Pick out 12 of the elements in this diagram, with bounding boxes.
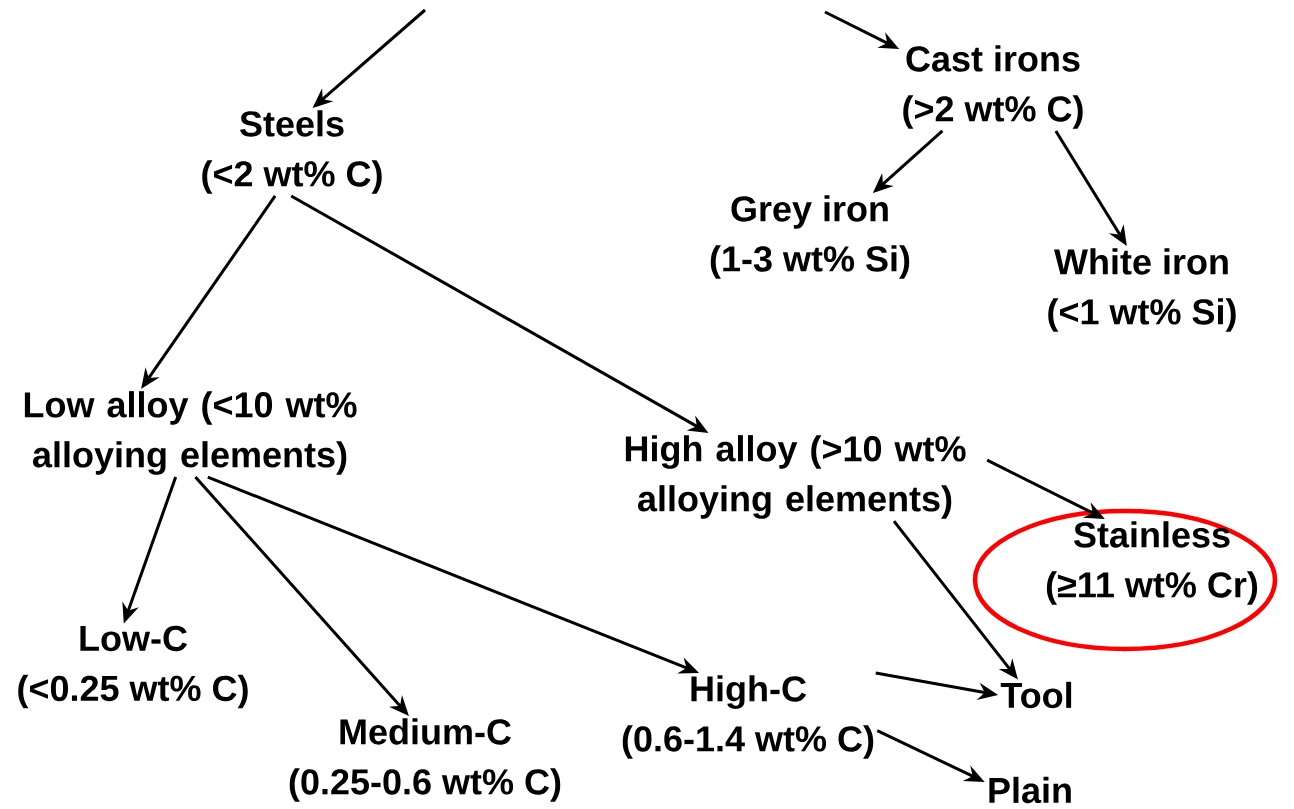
class-label: High alloy (>10 wt% alloying elements) bbox=[625, 435, 966, 519]
circled-label: Stainless (≥11 wt% Cr) bbox=[972, 508, 1278, 652]
class-label: High-C (0.6-1.4 wt% C) bbox=[622, 675, 874, 759]
class-label: Medium-C (0.25-0.6 wt% C) bbox=[289, 718, 561, 802]
class-label: Cast irons (>2 wt% C) bbox=[903, 45, 1083, 129]
class-label: Plain bbox=[989, 776, 1071, 804]
class-label: Tool bbox=[1000, 681, 1072, 709]
class-label: Low-C (<0.25 wt% C) bbox=[18, 625, 248, 709]
class-label: Steels (<2 wt% C) bbox=[202, 110, 382, 194]
class-label: White iron (<1 wt% Si) bbox=[1048, 248, 1236, 332]
class-label: Low alloy (<10 wt% alloying elements) bbox=[24, 391, 357, 475]
class-label: Grey iron (1-3 wt% Si) bbox=[710, 195, 910, 279]
